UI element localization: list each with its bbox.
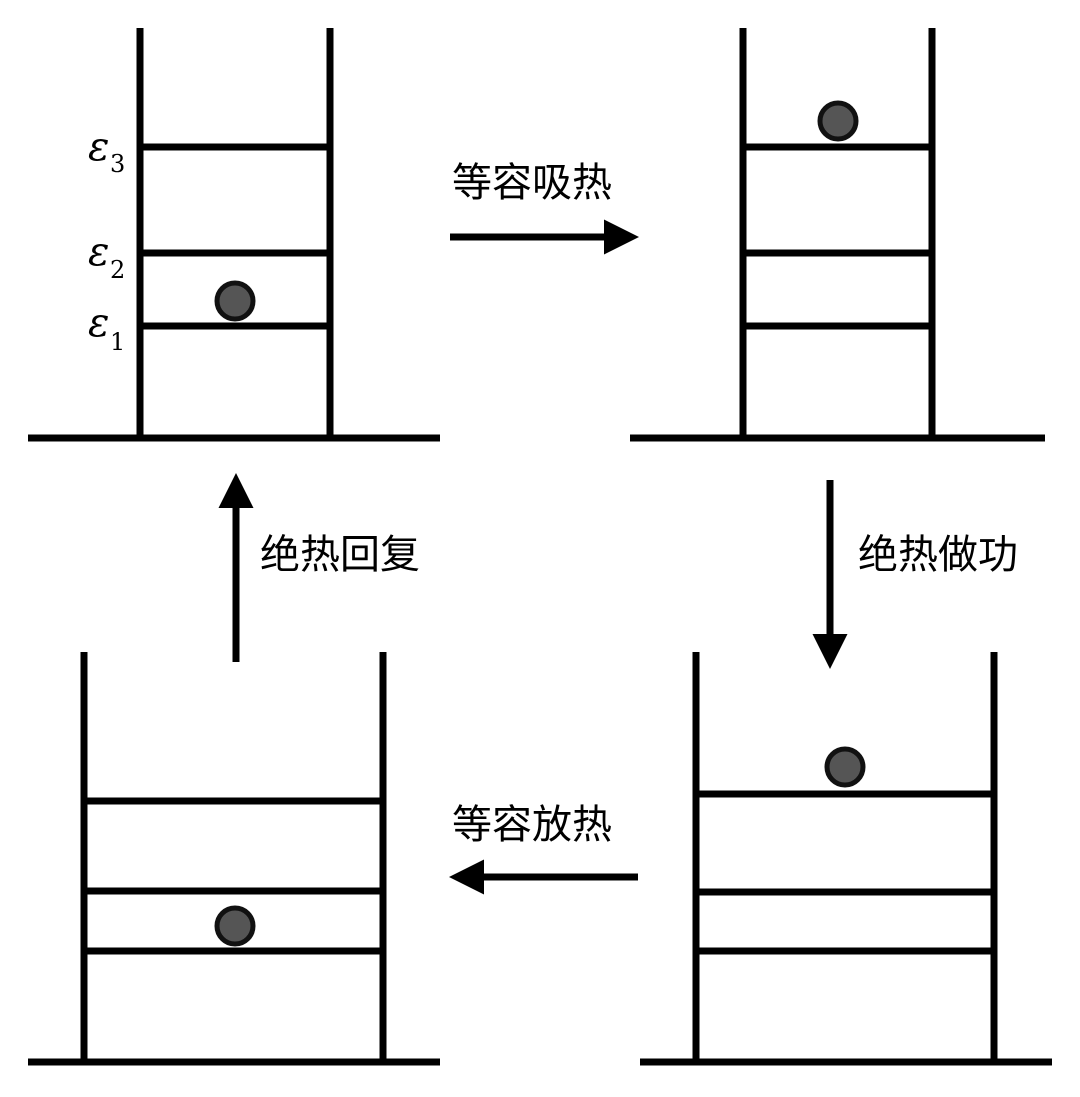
particle-ball <box>214 905 256 947</box>
svg-text:ε: ε <box>88 124 109 170</box>
svg-text:1: 1 <box>110 328 125 356</box>
level-label-1: ε 1 <box>88 300 125 356</box>
svg-text:ε: ε <box>88 229 109 275</box>
panel-top-left <box>28 28 440 442</box>
level-label-2: ε 2 <box>88 229 125 284</box>
level-label-3: ε 3 <box>88 124 125 178</box>
panel-top-right <box>630 28 1045 442</box>
svg-text:2: 2 <box>110 256 125 284</box>
panel-bottom-right <box>640 652 1052 1066</box>
particle-ball <box>214 280 256 322</box>
panel-bottom-left <box>28 652 440 1066</box>
step-label-adiabatic-recovery: 绝热回复 <box>260 532 420 578</box>
svg-text:ε: ε <box>88 300 109 346</box>
particle-ball <box>817 100 859 142</box>
svg-text:3: 3 <box>110 150 125 178</box>
step-label-adiabatic-work: 绝热做功 <box>858 532 1018 578</box>
step-label-isochoric-heating: 等容吸热 <box>452 160 612 206</box>
particle-ball <box>824 746 866 788</box>
step-label-isochoric-cooling: 等容放热 <box>452 802 612 848</box>
